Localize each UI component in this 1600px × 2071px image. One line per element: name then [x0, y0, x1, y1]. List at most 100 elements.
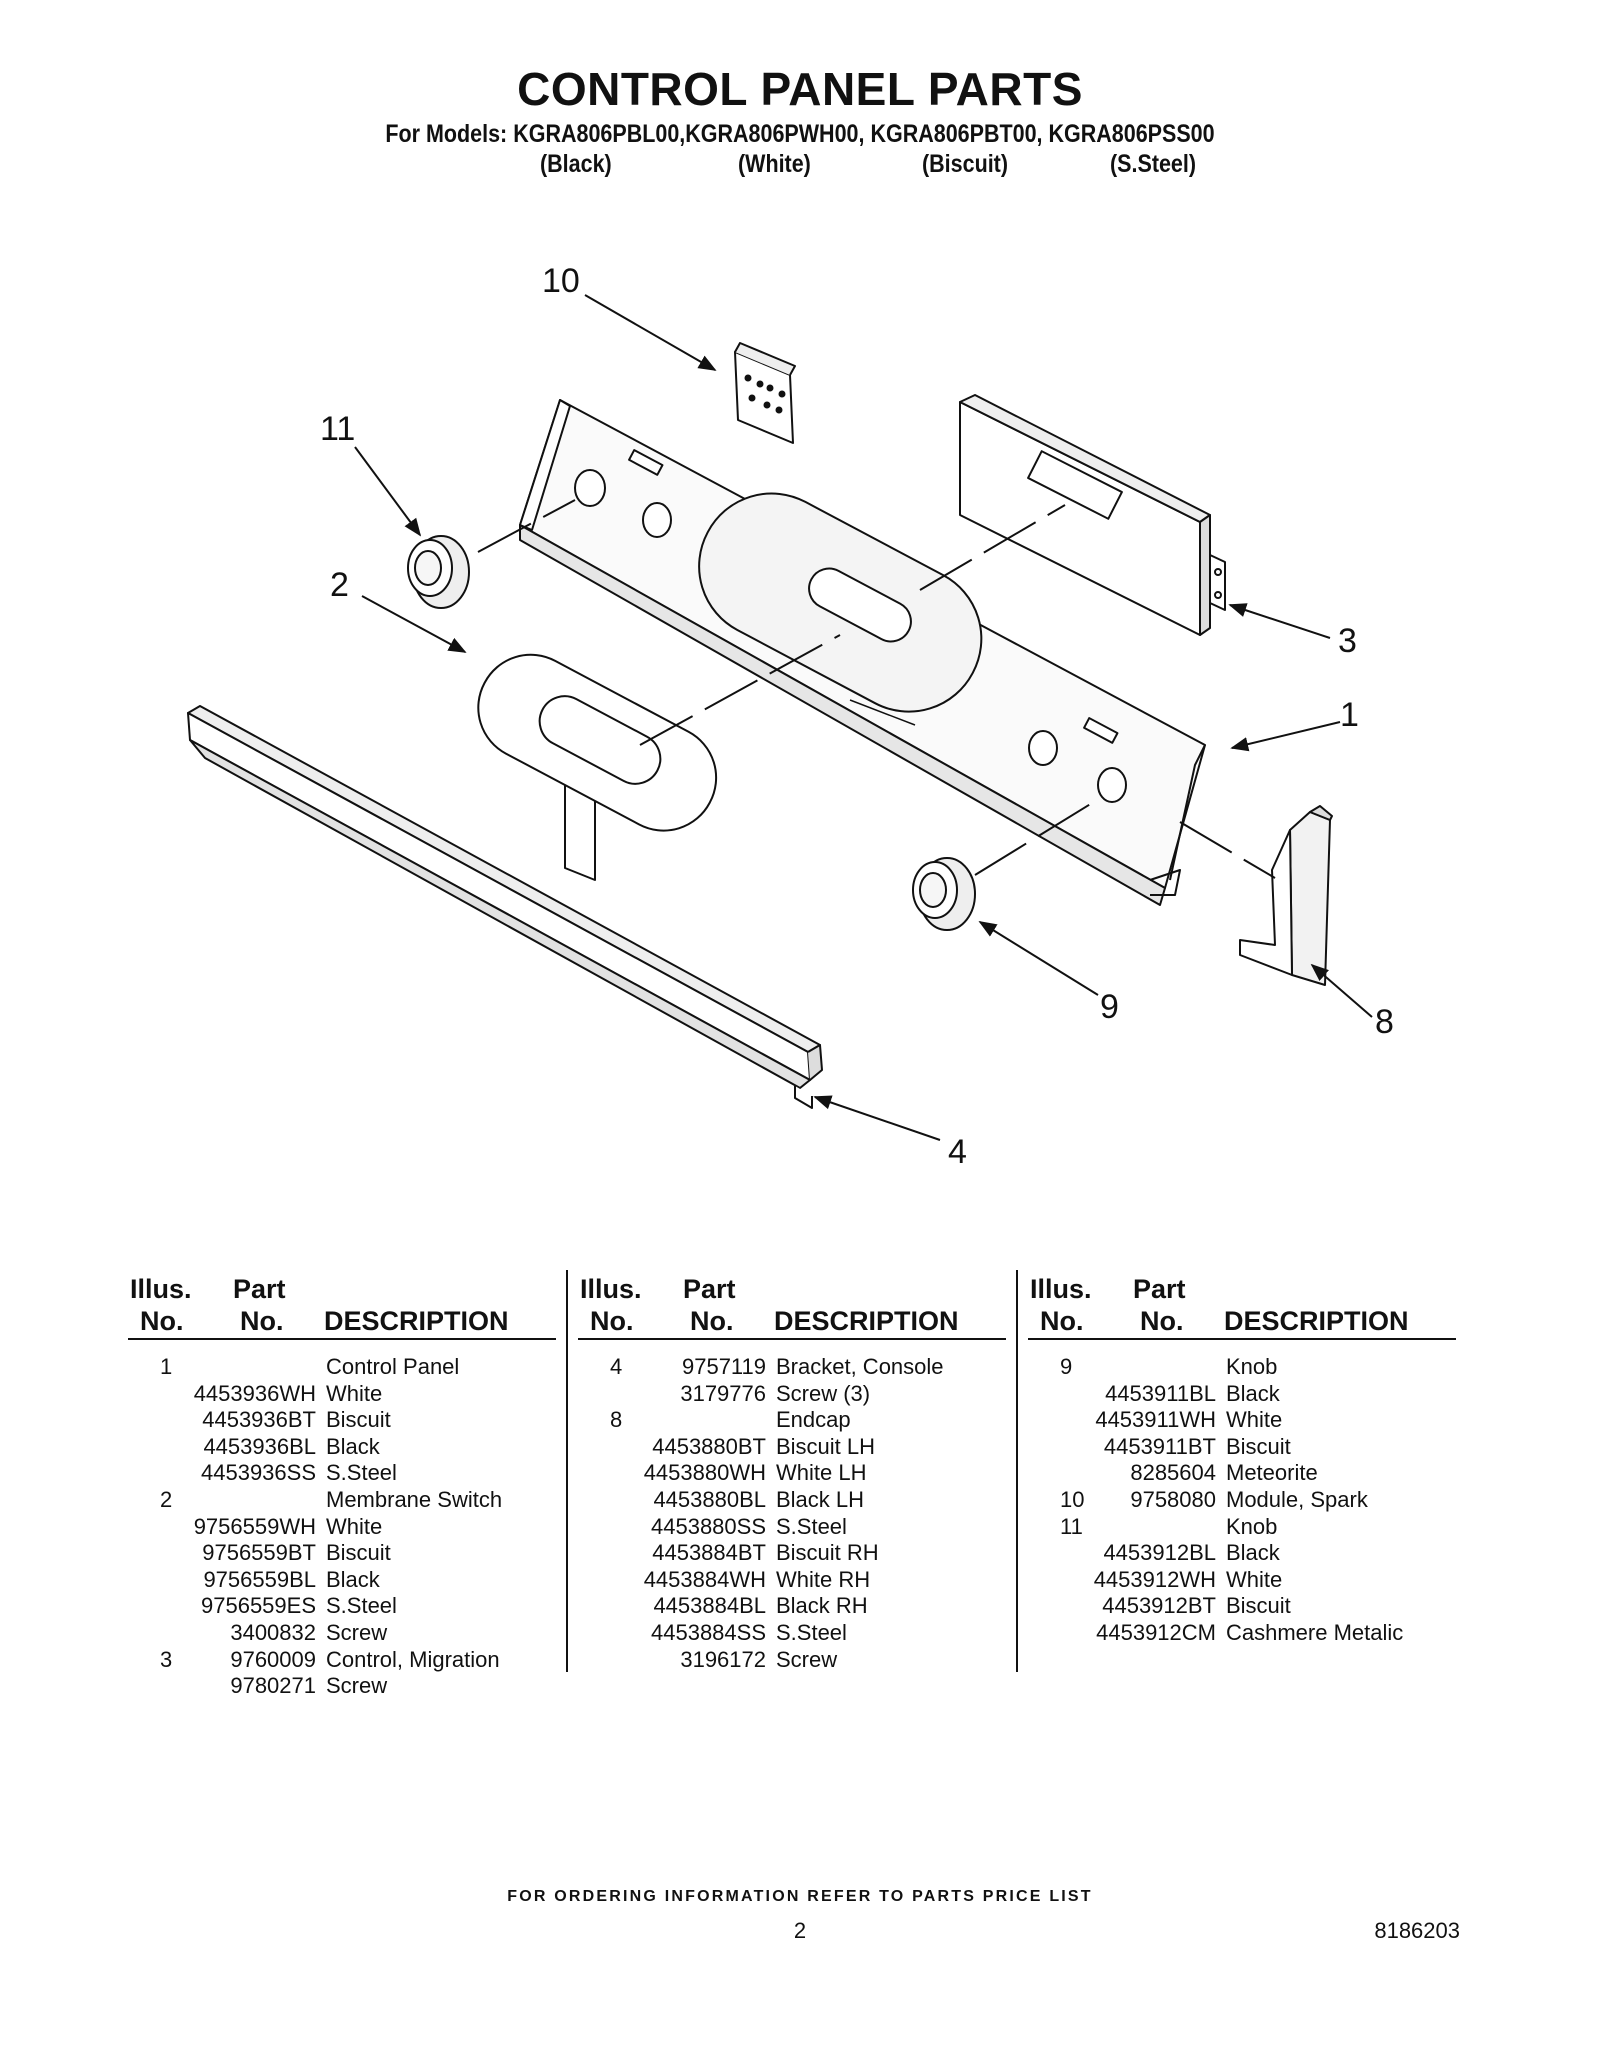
header-illus: Illus. — [130, 1274, 192, 1304]
part-description: White — [326, 1513, 383, 1539]
part-description: Black RH — [776, 1593, 868, 1619]
part-number: 4453912WH — [1093, 1566, 1216, 1592]
part-number: 4453880SS — [651, 1513, 766, 1539]
part-description: White LH — [776, 1460, 867, 1486]
illus-number: 1 — [160, 1354, 173, 1379]
header-illus-no: No. — [1040, 1306, 1084, 1336]
illus-number: 4 — [610, 1354, 623, 1379]
knob-11-part — [407, 535, 470, 609]
part-number: 4453880WH — [643, 1460, 766, 1486]
part-description: Black — [1226, 1540, 1280, 1566]
illus-number: 8 — [610, 1407, 623, 1433]
part-description: S.Steel — [326, 1460, 397, 1486]
part-description: White — [1226, 1566, 1283, 1592]
part-number: 4453884SS — [651, 1619, 766, 1645]
part-number: 4453880BL — [653, 1486, 766, 1512]
header-rule — [578, 1338, 1006, 1340]
part-description: Black — [326, 1566, 380, 1592]
finish-black: (Black) — [540, 150, 612, 178]
knob-9-part — [912, 857, 976, 931]
header-part-no: No. — [240, 1306, 284, 1336]
part-number: 4453911BT — [1103, 1433, 1216, 1459]
header-description: DESCRIPTION — [1224, 1306, 1409, 1336]
part-description: Biscuit — [1226, 1593, 1291, 1619]
part-description: Black LH — [776, 1486, 865, 1512]
callout-1: 1 — [1340, 696, 1359, 734]
control-panel-part — [519, 399, 1206, 906]
header-part: Part — [233, 1274, 286, 1304]
finish-steel: (S.Steel) — [1110, 150, 1197, 178]
part-number: 9760009 — [230, 1646, 316, 1672]
document-number: 8186203 — [1374, 1918, 1460, 1943]
part-number: 9756559ES — [201, 1593, 316, 1619]
callout-3: 3 — [1338, 622, 1357, 660]
part-description: Module, Spark — [1226, 1486, 1368, 1512]
part-description: White — [326, 1380, 383, 1406]
part-number: 9780271 — [230, 1673, 316, 1699]
part-number: 3179776 — [680, 1380, 766, 1406]
part-number: 4453936BL — [203, 1433, 316, 1459]
part-number: 4453936BT — [202, 1407, 316, 1433]
spark-module-part — [734, 342, 796, 444]
part-description: Screw — [326, 1673, 388, 1699]
part-number: 9758080 — [1130, 1486, 1216, 1512]
part-number: 4453912BT — [1102, 1593, 1216, 1619]
finish-biscuit: (Biscuit) — [922, 150, 1008, 178]
control-migration-part — [959, 394, 1226, 636]
header-rule — [128, 1338, 556, 1340]
part-number: 4453880BT — [652, 1433, 766, 1459]
header-part-no: No. — [1140, 1306, 1184, 1336]
part-description: Biscuit — [326, 1407, 391, 1433]
header-description: DESCRIPTION — [774, 1306, 959, 1336]
part-description: Screw — [776, 1646, 838, 1672]
part-number: 4453884WH — [643, 1566, 766, 1592]
callout-9: 9 — [1100, 988, 1119, 1026]
part-description: S.Steel — [776, 1513, 847, 1539]
part-number: 4453912CM — [1096, 1619, 1216, 1645]
part-number: 4453912BL — [1103, 1540, 1216, 1566]
part-description: S.Steel — [326, 1593, 397, 1619]
callout-10: 10 — [542, 262, 580, 300]
column-divider — [566, 1270, 568, 1672]
part-description: Black — [326, 1433, 380, 1459]
part-description: Screw — [326, 1619, 388, 1645]
part-description: White RH — [776, 1566, 871, 1592]
ordering-footer: FOR ORDERING INFORMATION REFER TO PARTS … — [507, 1888, 1093, 1905]
part-number: 9756559BT — [202, 1540, 316, 1566]
part-description: S.Steel — [776, 1619, 847, 1645]
part-description: Endcap — [776, 1407, 851, 1433]
part-number: 4453911BL — [1105, 1380, 1216, 1406]
part-description: Biscuit — [326, 1540, 391, 1566]
part-description: Knob — [1226, 1354, 1278, 1379]
part-number: 4453884BL — [653, 1593, 766, 1619]
part-description: Membrane Switch — [326, 1486, 503, 1512]
part-description: Biscuit RH — [776, 1540, 879, 1566]
header-illus: Illus. — [580, 1274, 642, 1304]
header-part: Part — [683, 1274, 736, 1304]
membrane-switch-part — [477, 653, 718, 881]
header-rule — [1028, 1338, 1456, 1340]
header-description: DESCRIPTION — [324, 1306, 509, 1336]
column-divider — [1016, 1270, 1018, 1672]
part-description: Control, Migration — [326, 1646, 500, 1672]
header-illus-no: No. — [590, 1306, 634, 1336]
part-description: Knob — [1226, 1513, 1278, 1539]
header-part-no: No. — [690, 1306, 734, 1336]
illus-number: 3 — [160, 1646, 173, 1672]
endcap-part — [1239, 805, 1333, 986]
exploded-parts-diagram: 1 2 3 4 8 9 10 11 — [187, 262, 1394, 1171]
part-number: 9756559WH — [193, 1513, 316, 1539]
part-number: 9756559BL — [203, 1566, 316, 1592]
part-number: 4453936SS — [201, 1460, 316, 1486]
part-description: Control Panel — [326, 1354, 460, 1379]
part-description: Cashmere Metalic — [1226, 1619, 1404, 1645]
part-description: Black — [1226, 1380, 1280, 1406]
illus-number: 2 — [160, 1486, 173, 1512]
part-number: 4453911WH — [1095, 1407, 1216, 1433]
header-illus: Illus. — [1030, 1274, 1092, 1304]
header-illus-no: No. — [140, 1306, 184, 1336]
page-title: CONTROL PANEL PARTS — [517, 63, 1083, 115]
header-part: Part — [1133, 1274, 1186, 1304]
